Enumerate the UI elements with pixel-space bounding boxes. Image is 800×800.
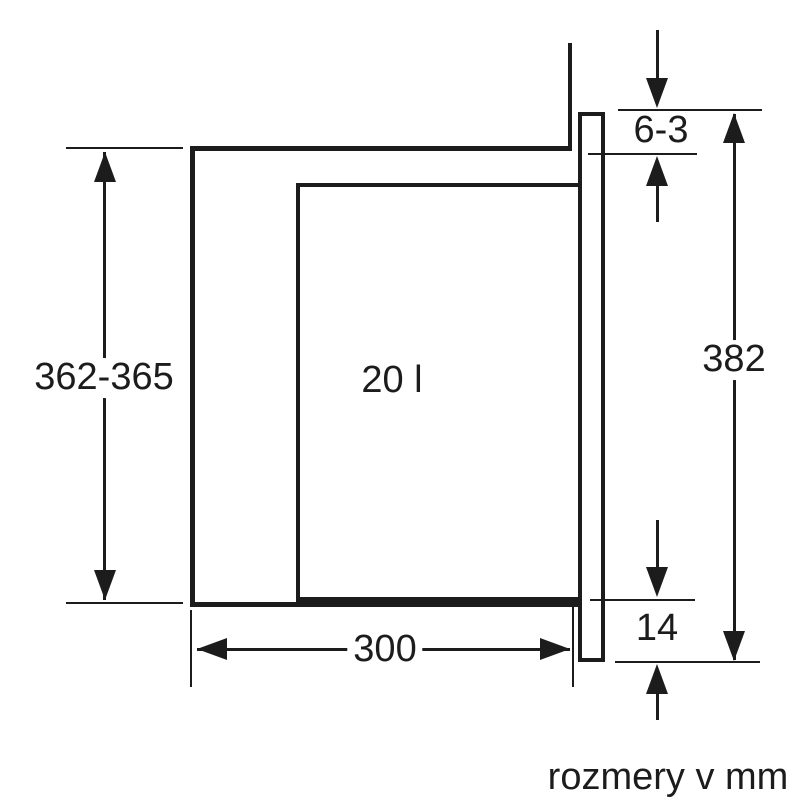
- arrow-down-icon: [646, 567, 668, 597]
- depth-ext-left: [190, 610, 192, 687]
- cavity-left-wall: [296, 183, 300, 603]
- depth-ext-right: [572, 604, 574, 687]
- niche-top-edge: [190, 146, 572, 151]
- top-gap-arrow-shaft-below: [656, 184, 659, 222]
- appliance-height-dim-line: [733, 114, 736, 660]
- arrow-down-icon: [94, 570, 116, 600]
- arrow-left-icon: [197, 638, 227, 660]
- top-gap-ext-lower: [588, 153, 697, 155]
- appliance-height-label: 382: [696, 339, 772, 380]
- cavity-bottom-edge: [296, 597, 578, 603]
- arrow-up-icon: [646, 156, 668, 186]
- niche-left-wall: [190, 146, 195, 607]
- arrow-down-icon: [723, 631, 745, 661]
- top-gap-label: 6-3: [627, 110, 695, 151]
- overhang-arrow-shaft-below: [656, 692, 659, 720]
- units-note: rozmery v mm: [541, 757, 795, 798]
- overhang-label: 14: [629, 608, 685, 649]
- cavity-top-edge: [296, 183, 578, 187]
- top-gap-arrow-shaft-above: [656, 30, 659, 80]
- overhang-ext-lower: [615, 661, 760, 663]
- capacity-label: 20 l: [355, 360, 429, 401]
- overhang-arrow-shaft-above: [656, 520, 659, 569]
- arrow-up-icon: [723, 113, 745, 143]
- arrow-up-icon: [646, 664, 668, 694]
- arrow-right-icon: [540, 638, 570, 660]
- depth-label: 300: [347, 629, 423, 670]
- front-panel: [578, 112, 605, 662]
- arrow-up-icon: [94, 152, 116, 182]
- top-gap-ext-upper: [618, 109, 762, 111]
- niche-height-ext-top: [66, 147, 183, 149]
- niche-height-ext-bottom: [66, 602, 183, 604]
- overhang-ext-upper: [590, 599, 695, 601]
- arrow-down-icon: [646, 78, 668, 108]
- wall-line-above-panel: [568, 43, 572, 148]
- niche-bottom-edge: [190, 602, 578, 607]
- niche-height-label: 362-365: [28, 357, 180, 398]
